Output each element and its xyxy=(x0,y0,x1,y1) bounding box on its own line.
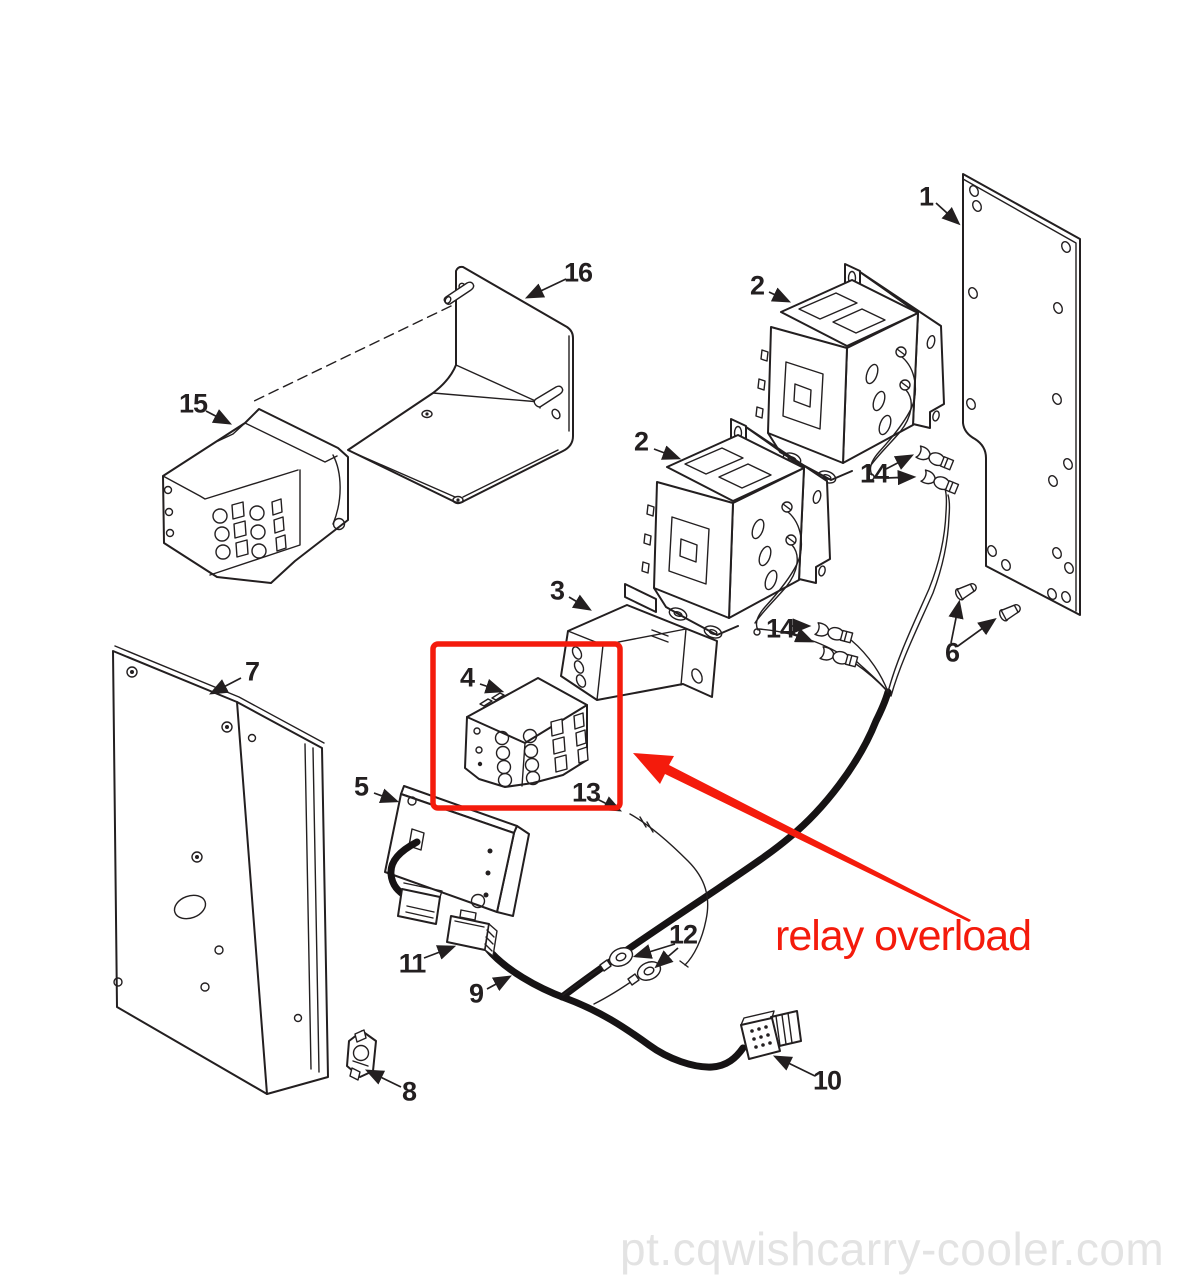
part-1-mounting-panel xyxy=(962,173,1081,616)
part-label-8: 8 xyxy=(401,1076,417,1107)
part-13-wire xyxy=(629,813,709,966)
part-label-3: 3 xyxy=(549,575,565,606)
part-16-bracket xyxy=(347,265,574,505)
leader-lines xyxy=(205,202,997,1088)
part-4-overload-relay xyxy=(464,677,589,788)
part-14-spade-terminals-upper xyxy=(915,445,960,496)
part-12-ring-terminals xyxy=(599,947,662,986)
part-label-4: 4 xyxy=(459,662,475,693)
part-11-connector xyxy=(446,909,498,957)
part-14-spade-terminals-lower xyxy=(814,621,859,669)
part-7-cover-panel xyxy=(112,645,329,1095)
part-9-wire-harness xyxy=(483,688,892,1071)
assembly-dashed-line xyxy=(251,305,452,403)
part-label-13: 13 xyxy=(571,777,601,808)
part-label-2-lower: 2 xyxy=(633,426,649,457)
part-label-15: 15 xyxy=(178,388,208,419)
part-6-screws xyxy=(953,579,1024,623)
part-label-11: 11 xyxy=(398,948,427,979)
highlight-box xyxy=(430,641,623,811)
annotation-relay-overload: relay overload xyxy=(775,912,1032,960)
part-10-connector xyxy=(740,1010,802,1060)
highlight-arrow xyxy=(633,753,971,922)
watermark: pt.cqwishcarry-cooler.com xyxy=(620,1223,1165,1275)
part-label-12: 12 xyxy=(668,919,698,950)
part-label-7: 7 xyxy=(244,656,260,687)
part-label-10: 10 xyxy=(812,1065,842,1096)
part-2-contactor-upper xyxy=(755,263,945,484)
part-label-9: 9 xyxy=(468,978,484,1009)
part-15-relay-block xyxy=(162,408,349,584)
part-2-contactor-lower xyxy=(641,418,831,642)
part-label-14-upper: 14 xyxy=(859,458,889,489)
part-label-16: 16 xyxy=(563,257,593,288)
part-label-6: 6 xyxy=(944,637,960,668)
part-label-14-lower: 14 xyxy=(765,613,795,644)
part-label-1: 1 xyxy=(918,181,934,212)
part-label-2-upper: 2 xyxy=(749,270,765,301)
part-label-5: 5 xyxy=(353,771,369,802)
harness-thin-wires xyxy=(562,486,951,1005)
